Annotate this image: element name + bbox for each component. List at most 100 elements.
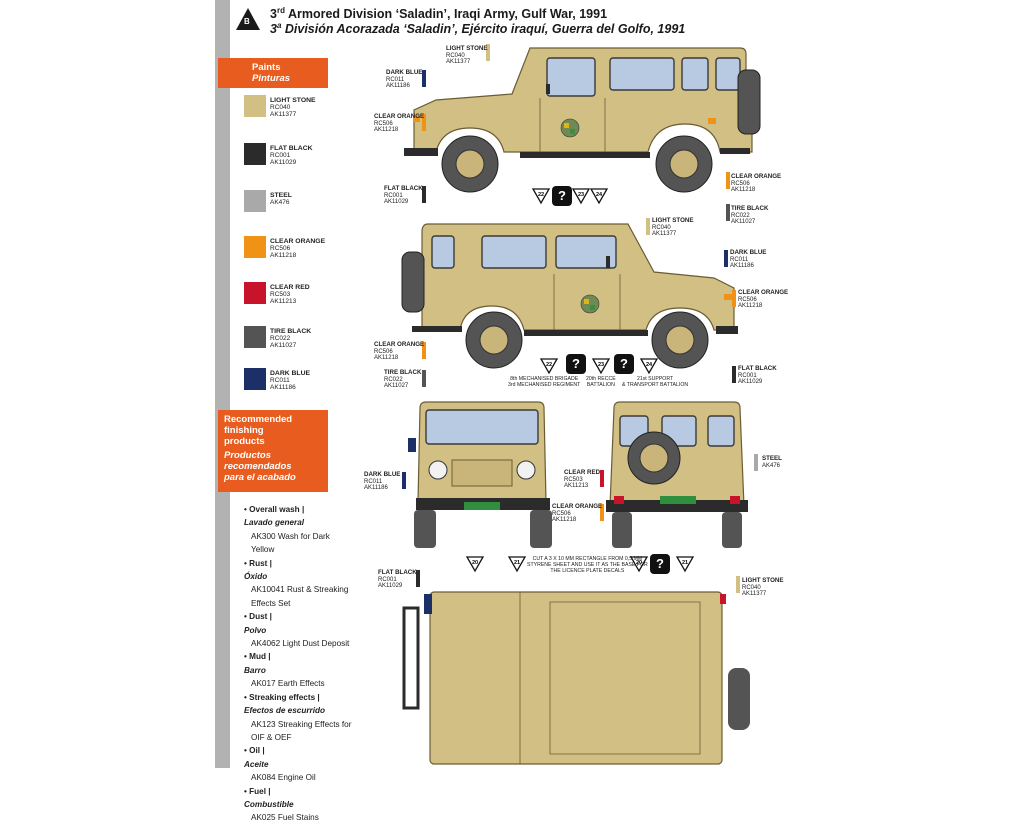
decal-number-triangle-icon: 22 bbox=[531, 188, 551, 205]
callout-color-chip bbox=[600, 470, 604, 487]
finishing-title-3: products bbox=[224, 436, 265, 447]
decal-number: 24 bbox=[596, 192, 603, 198]
callout-color-chip bbox=[422, 70, 426, 87]
decal-number-triangle-icon: 24 bbox=[639, 358, 659, 375]
callout-color-chip bbox=[422, 342, 426, 359]
paint-swatch bbox=[244, 190, 266, 212]
callout-color-chip bbox=[422, 370, 426, 387]
paint-swatch bbox=[244, 95, 266, 117]
callout-color-chip bbox=[422, 186, 426, 203]
section-marker-letter: B bbox=[244, 17, 250, 26]
vehicle-right-side-view bbox=[401, 223, 738, 369]
paint-swatch bbox=[244, 236, 266, 258]
decal-number: 23 bbox=[598, 362, 604, 368]
section-marker-triangle-icon bbox=[236, 8, 260, 30]
title-spanish: 3a División Acorazada ‘Saladin’, Ejércit… bbox=[270, 21, 686, 37]
decal-number-triangle-icon: 20 bbox=[629, 556, 649, 573]
paint-swatch bbox=[244, 368, 266, 390]
callout-color-chip bbox=[736, 576, 740, 593]
page-header: B 3rd Armored Division ‘Saladin’, Iraqi … bbox=[236, 6, 796, 38]
decal-number: 20 bbox=[472, 560, 478, 566]
decal-number-triangle-icon: 24 bbox=[589, 188, 609, 205]
decal-number: 20 bbox=[636, 560, 642, 566]
paint-swatch bbox=[244, 326, 266, 348]
paint-swatch bbox=[244, 282, 266, 304]
paint-swatch bbox=[244, 143, 266, 165]
callout-color-chip bbox=[646, 218, 650, 235]
finishing-title-2: finishing bbox=[224, 425, 264, 436]
callout-color-chip bbox=[486, 44, 490, 61]
vehicle-front-view bbox=[408, 401, 552, 548]
unknown-decal-marker-icon: ? bbox=[566, 354, 586, 374]
finishing-title-es-2: recomendados bbox=[224, 461, 292, 472]
decal-number-triangle-icon: 23 bbox=[591, 358, 611, 375]
paints-title-es: Pinturas bbox=[252, 73, 291, 84]
vehicle-left-side-view bbox=[404, 47, 761, 193]
unknown-decal-marker-icon: ? bbox=[552, 186, 572, 206]
decal-number-triangle-icon: 22 bbox=[539, 358, 559, 375]
paints-section-header: Paints Pinturas bbox=[218, 58, 328, 88]
vehicle-top-view bbox=[402, 591, 750, 765]
vehicle-rear-view bbox=[606, 401, 748, 548]
decal-number-triangle-icon: 21 bbox=[507, 556, 527, 573]
callout-color-chip bbox=[724, 250, 728, 267]
callout-color-chip bbox=[732, 366, 736, 383]
decal-number: 21 bbox=[682, 560, 688, 566]
callout-color-chip bbox=[422, 114, 426, 131]
finishing-item: • Streaking effects |Efectos de escurrid… bbox=[244, 692, 352, 742]
decal-number-triangle-icon: 21 bbox=[675, 556, 695, 573]
support-note: 21st SUPPORT& TRANSPORT BATTALION bbox=[622, 376, 689, 388]
decal-number-triangle-icon: 20 bbox=[465, 556, 485, 573]
title-english: 3rd Armored Division ‘Saladin’, Iraqi Ar… bbox=[270, 6, 608, 22]
callout-color-chip bbox=[732, 290, 736, 307]
unknown-decal-marker-icon: ? bbox=[614, 354, 634, 374]
finishing-title-1: Recommended bbox=[224, 414, 293, 425]
left-margin bbox=[0, 0, 215, 768]
decal-number: 24 bbox=[646, 362, 653, 368]
decal-number: 23 bbox=[578, 192, 584, 198]
decal-number: 22 bbox=[538, 192, 544, 198]
callout-color-chip bbox=[726, 172, 730, 189]
finishing-section-header: Recommended finishing products Productos… bbox=[218, 410, 328, 492]
callout-color-chip bbox=[416, 570, 420, 587]
paints-title: Paints bbox=[252, 62, 281, 73]
decal-number-triangle-icon: 23 bbox=[571, 188, 591, 205]
finishing-title-es-3: para el acabado bbox=[224, 472, 296, 483]
decal-number: 22 bbox=[546, 362, 552, 368]
finishing-title-es-1: Productos bbox=[224, 450, 271, 461]
callout-color-chip bbox=[402, 472, 406, 489]
callout-color-chip bbox=[754, 454, 758, 471]
callout-color-chip bbox=[600, 504, 604, 521]
